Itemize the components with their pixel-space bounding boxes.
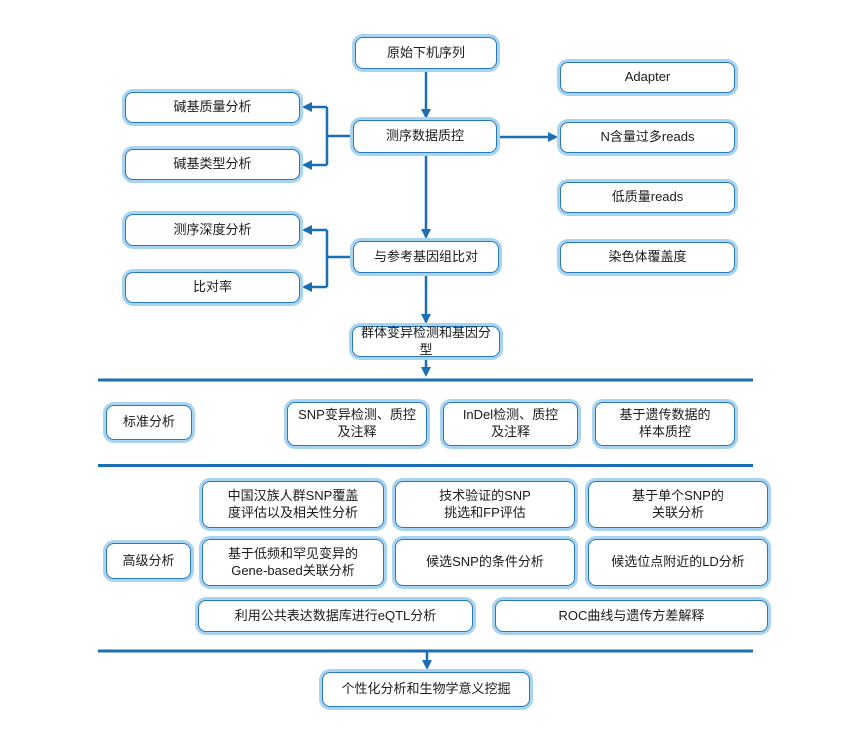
label-advanced-analysis: 高级分析	[106, 543, 191, 579]
node-low-quality-reads: 低质量reads	[560, 182, 735, 213]
node-personalized-analysis: 个性化分析和生物学意义挖掘	[322, 672, 530, 707]
bracket-qc-left	[325, 107, 353, 165]
node-validated-snp: 技术验证的SNP 挑选和FP评估	[395, 481, 575, 528]
node-gene-based-association: 基于低频和罕见变异的 Gene-based关联分析	[202, 539, 384, 586]
node-sequencing-depth: 测序深度分析	[125, 214, 300, 246]
node-base-type: 碱基类型分析	[125, 149, 300, 180]
node-single-snp-association: 基于单个SNP的 关联分析	[588, 481, 768, 528]
label-standard-analysis: 标准分析	[106, 405, 192, 440]
node-snp-detection: SNP变异检测、质控 及注释	[287, 402, 427, 446]
node-mapping-rate: 比对率	[125, 272, 300, 303]
node-n-rich-reads: N含量过多reads	[560, 122, 735, 153]
node-conditional-analysis: 候选SNP的条件分析	[395, 539, 575, 586]
node-indel-detection: InDel检测、质控 及注释	[443, 402, 578, 446]
node-ld-analysis: 候选位点附近的LD分析	[588, 539, 768, 586]
node-sequencing-qc: 测序数据质控	[353, 120, 497, 153]
bracket-alignment-left	[325, 230, 353, 287]
node-variant-genotyping: 群体变异检测和基因分型	[352, 325, 500, 357]
node-reference-alignment: 与参考基因组比对	[353, 241, 499, 273]
node-sample-qc: 基于遗传数据的 样本质控	[595, 402, 735, 446]
node-han-snp-coverage: 中国汉族人群SNP覆盖 度评估以及相关性分析	[202, 481, 384, 528]
node-raw-sequence: 原始下机序列	[355, 37, 497, 69]
node-chromosome-coverage: 染色体覆盖度	[560, 242, 735, 273]
node-base-quality: 碱基质量分析	[125, 92, 300, 123]
node-roc-variance: ROC曲线与遗传方差解释	[495, 600, 768, 632]
node-adapter: Adapter	[560, 62, 735, 93]
node-eqtl-analysis: 利用公共表达数据库进行eQTL分析	[198, 600, 473, 632]
